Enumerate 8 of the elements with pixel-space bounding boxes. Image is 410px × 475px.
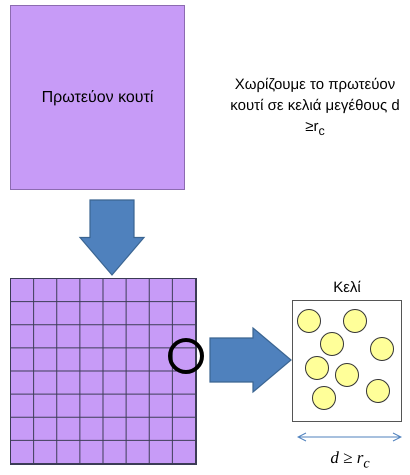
box-label: Πρωτεύον κουτί: [42, 88, 154, 106]
description-text: Χωρίζουμε το πρωτεύον κουτί σε κελιά μεγέθους d ≥r$_{c}$: [229, 75, 401, 140]
grid-box: [10, 278, 197, 465]
block-arrow: [209, 326, 292, 394]
cell-heading: Κελί: [333, 278, 361, 298]
block-arrow: [78, 199, 146, 276]
primary-box: [10, 5, 185, 190]
dimension-label: d ≥ r$_{c}$: [329, 448, 371, 472]
